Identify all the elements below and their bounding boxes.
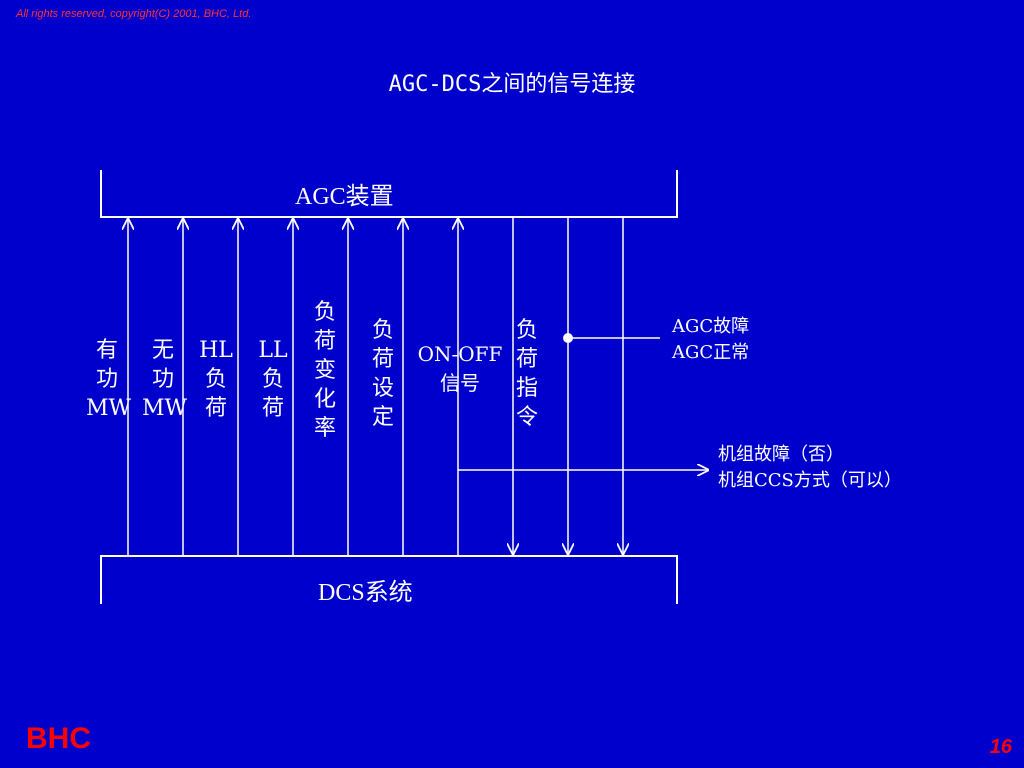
- page-number: 16: [989, 736, 1012, 758]
- slide-title: AGC-DCS之间的信号连接: [388, 72, 636, 97]
- unit-status-text: 机组故障（否） 机组CCS方式（可以）: [718, 444, 902, 491]
- label-load-rate: 负 荷 变 化 率: [313, 300, 336, 441]
- dcs-system-label: DCS系统: [318, 580, 413, 606]
- agc-device-box: [100, 170, 678, 218]
- dcs-system-box: [100, 555, 678, 604]
- label-load-command: 负 荷 指 令: [515, 318, 538, 430]
- copyright-notice: All rights reserved, copyright(C) 2001, …: [16, 8, 252, 20]
- label-load-setpoint: 负 荷 设 定: [371, 318, 394, 430]
- label-on-off-signal: ON-OFF 信号: [417, 342, 503, 395]
- agc-status-text: AGC故障 AGC正常: [672, 316, 750, 363]
- agc-device-label: AGC装置: [295, 184, 394, 210]
- label-active-power: 有 功 MW: [86, 338, 132, 421]
- label-reactive-power: 无 功 MW: [142, 338, 188, 421]
- label-hl-load: HL 负 荷: [199, 338, 233, 421]
- label-ll-load: LL 负 荷: [258, 338, 288, 421]
- bhc-logo: BHC: [26, 722, 91, 755]
